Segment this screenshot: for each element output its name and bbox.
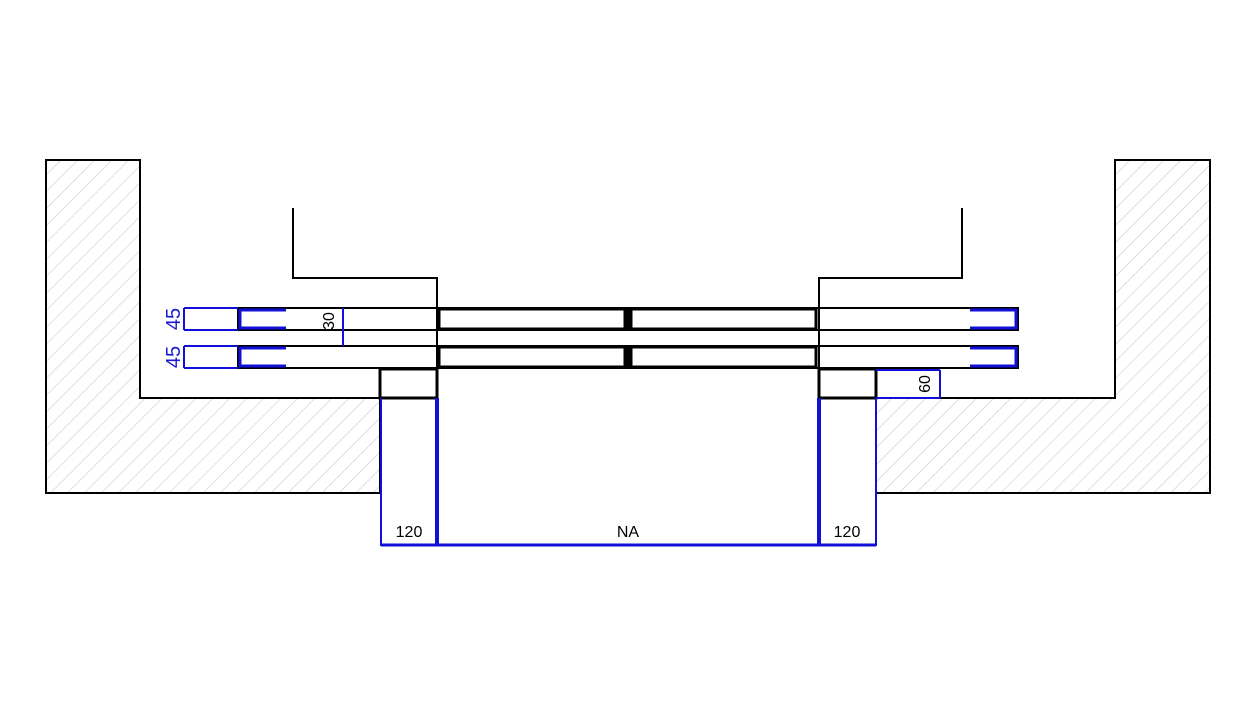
frame-profile-left <box>292 208 438 308</box>
dim-label-60: 60 <box>917 375 934 393</box>
dim-45-lower <box>183 345 238 369</box>
dim-45-upper <box>183 307 238 331</box>
sill-block-left <box>378 367 439 400</box>
dim-label-45-lower: 45 <box>163 346 185 368</box>
dim-label-120-right: 120 <box>834 524 861 541</box>
leaf-lower-left <box>437 345 627 369</box>
leaf-upper-right <box>629 307 818 331</box>
leaf-upper-left <box>437 307 627 331</box>
leaf-lower-right <box>629 345 818 369</box>
dim-label-120-left: 120 <box>396 524 423 541</box>
dim-label-30: 30 <box>321 312 338 330</box>
dim-60 <box>876 369 941 399</box>
dim-label-na: NA <box>617 524 640 541</box>
dim-label-45-upper: 45 <box>163 308 185 330</box>
sill-block-right <box>817 367 878 400</box>
frame-profile-right <box>818 208 963 308</box>
dim-bottom-chain <box>380 398 877 547</box>
panel-end-caps <box>238 308 1018 368</box>
